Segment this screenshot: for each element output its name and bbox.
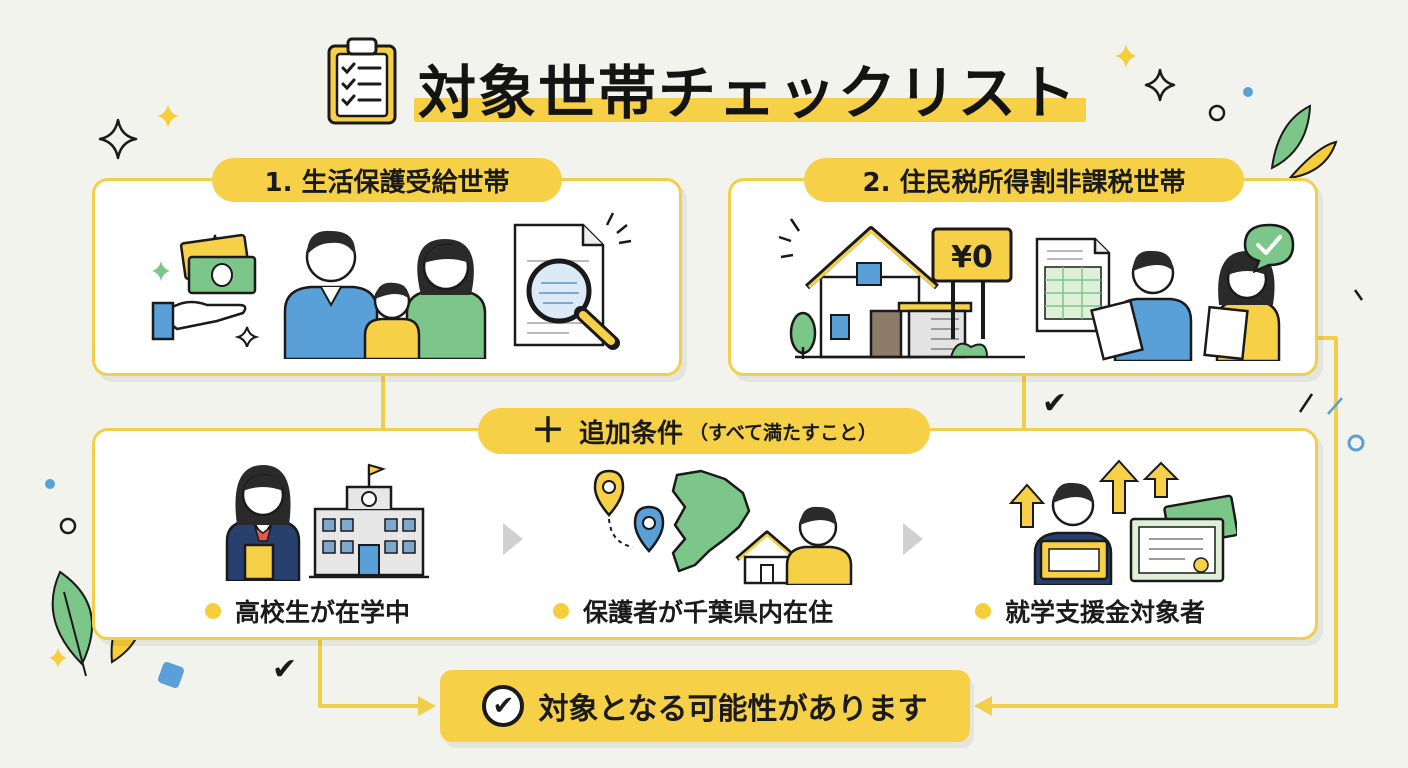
conditions-label: ＋ 追加条件 （すべて満たすこと） xyxy=(478,408,930,454)
page-title: 対象世帯チェックリスト xyxy=(418,59,1079,127)
card2-label: 2. 住民税所得割非課税世帯 xyxy=(804,158,1244,202)
chevron-right-icon xyxy=(903,523,923,555)
condition-item: 就学支援金対象者 xyxy=(975,593,1205,629)
bullet-dot-icon xyxy=(553,603,569,619)
conditions-title: 追加条件 xyxy=(579,418,684,449)
bullet-dot-icon xyxy=(975,603,991,619)
chiba-map-parent-icon xyxy=(593,469,853,585)
chat-check-icon xyxy=(1243,223,1295,273)
condition-item: 保護者が千葉県内在住 xyxy=(553,593,833,629)
condition-item: 高校生が在学中 xyxy=(205,593,410,629)
money-hand-icon xyxy=(151,233,260,347)
bullet-dot-icon xyxy=(205,603,221,619)
card-tax-exempt: ¥0 xyxy=(728,178,1318,376)
title-block: 対象世帯チェックリスト xyxy=(326,36,1086,128)
family-icon xyxy=(283,230,487,359)
condition-text: 保護者が千葉県内在住 xyxy=(583,598,834,627)
card-welfare xyxy=(92,178,682,376)
certificate-money-icon xyxy=(1008,459,1237,585)
conditions-sublabel: （すべて満たすこと） xyxy=(689,421,877,444)
check-mark-icon: ✔ xyxy=(1042,386,1068,421)
result-banner: ✔ 対象となる可能性があります xyxy=(440,670,970,742)
check-circle-icon: ✔ xyxy=(482,685,525,727)
student-school-icon xyxy=(225,463,429,581)
card1-label: 1. 生活保護受給世帯 xyxy=(212,158,562,202)
check-mark-icon: ✔ xyxy=(272,652,298,687)
chevron-right-icon xyxy=(503,523,523,555)
condition-text: 高校生が在学中 xyxy=(235,598,411,627)
result-text: 対象となる可能性があります xyxy=(538,692,928,727)
card-conditions: 高校生が在学中 保護者が千葉県内在住 就学支援金対象者 xyxy=(92,428,1318,640)
price-tag-text: ¥0 xyxy=(951,240,993,275)
clipboard-checklist-icon xyxy=(327,37,397,125)
couple-documents-icon xyxy=(1090,250,1281,361)
title-highlight xyxy=(414,98,1086,122)
price-sign-icon: ¥0 xyxy=(931,227,1013,339)
plus-icon: ＋ xyxy=(531,411,566,451)
document-magnifier-icon xyxy=(513,212,632,350)
condition-text: 就学支援金対象者 xyxy=(1005,598,1206,627)
